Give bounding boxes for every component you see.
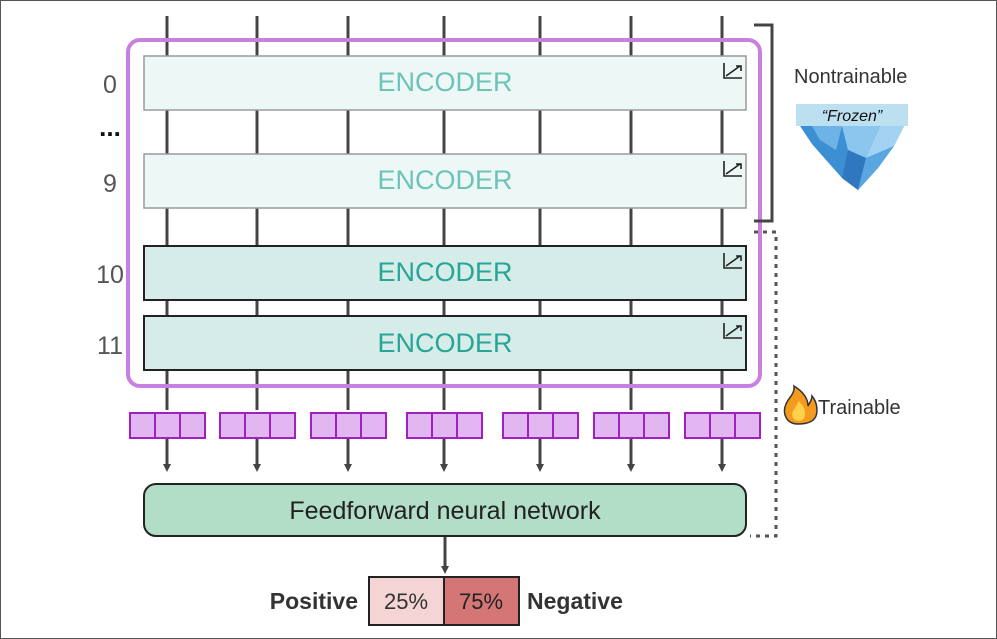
layer-ellipsis: ... — [99, 112, 121, 142]
feedforward-network-label: Feedforward neural network — [289, 497, 601, 525]
embedding-cell — [431, 412, 458, 439]
embedding-cell — [310, 412, 337, 439]
iceberg-icon: “Frozen” — [796, 104, 908, 190]
encoder-label-9: ENCODER — [377, 165, 512, 195]
embedding-cell — [502, 412, 529, 439]
embedding-cell — [709, 412, 736, 439]
trainable-label: Trainable — [818, 397, 901, 419]
negative-label: Negative — [527, 588, 623, 614]
embedding-cell — [456, 412, 483, 439]
frozen-label: “Frozen” — [822, 108, 883, 125]
encoder-label-10: ENCODER — [377, 257, 512, 287]
negative-value: 75% — [459, 589, 503, 614]
layer-index-9: 9 — [103, 170, 117, 198]
feedforward-network-block — [143, 483, 747, 537]
full-model-frame — [126, 38, 762, 388]
layer-index-11: 11 — [97, 332, 123, 360]
embedding-cell — [593, 412, 620, 439]
encoder-block-11 — [143, 315, 747, 371]
positive-label: Positive — [270, 588, 358, 614]
fire-icon — [783, 384, 818, 425]
embedding-cell — [335, 412, 362, 439]
embedding-cell — [129, 412, 156, 439]
token-embedding-6 — [684, 412, 761, 472]
chart-axes-icon — [723, 63, 742, 339]
token-embeddings — [129, 412, 761, 472]
encoder-stack: ENCODER ENCODER ENCODER ENCODER — [143, 55, 747, 371]
token-embedding-4 — [502, 412, 579, 472]
embedding-cell — [154, 412, 181, 439]
token-embedding-0 — [129, 412, 206, 472]
negative-box — [443, 576, 520, 626]
embedding-cell — [552, 412, 579, 439]
token-embedding-5 — [593, 412, 670, 472]
nontrainable-label: Nontrainable — [794, 66, 907, 88]
embedding-cell — [219, 412, 246, 439]
embedding-cell — [684, 412, 711, 439]
embedding-cell — [734, 412, 761, 439]
embedding-cell — [269, 412, 296, 439]
positive-value: 25% — [384, 589, 428, 614]
embedding-cell — [244, 412, 271, 439]
token-embedding-3 — [406, 412, 483, 472]
embedding-cell — [406, 412, 433, 439]
token-embedding-2 — [310, 412, 387, 472]
embedding-cell — [360, 412, 387, 439]
layer-index-0: 0 — [103, 71, 117, 99]
embedding-cell — [179, 412, 206, 439]
encoder-block-9 — [143, 153, 747, 209]
encoder-block-10 — [143, 245, 747, 301]
embedding-cell — [643, 412, 670, 439]
token-embedding-1 — [219, 412, 296, 472]
layer-index-10: 10 — [96, 261, 124, 289]
encoder-label-11: ENCODER — [377, 328, 512, 358]
embedding-cell — [618, 412, 645, 439]
trainable-bracket — [750, 230, 778, 538]
embedding-cell — [527, 412, 554, 439]
nontrainable-bracket — [754, 23, 774, 223]
encoder-label-0: ENCODER — [377, 67, 512, 97]
encoder-block-0 — [143, 55, 747, 111]
